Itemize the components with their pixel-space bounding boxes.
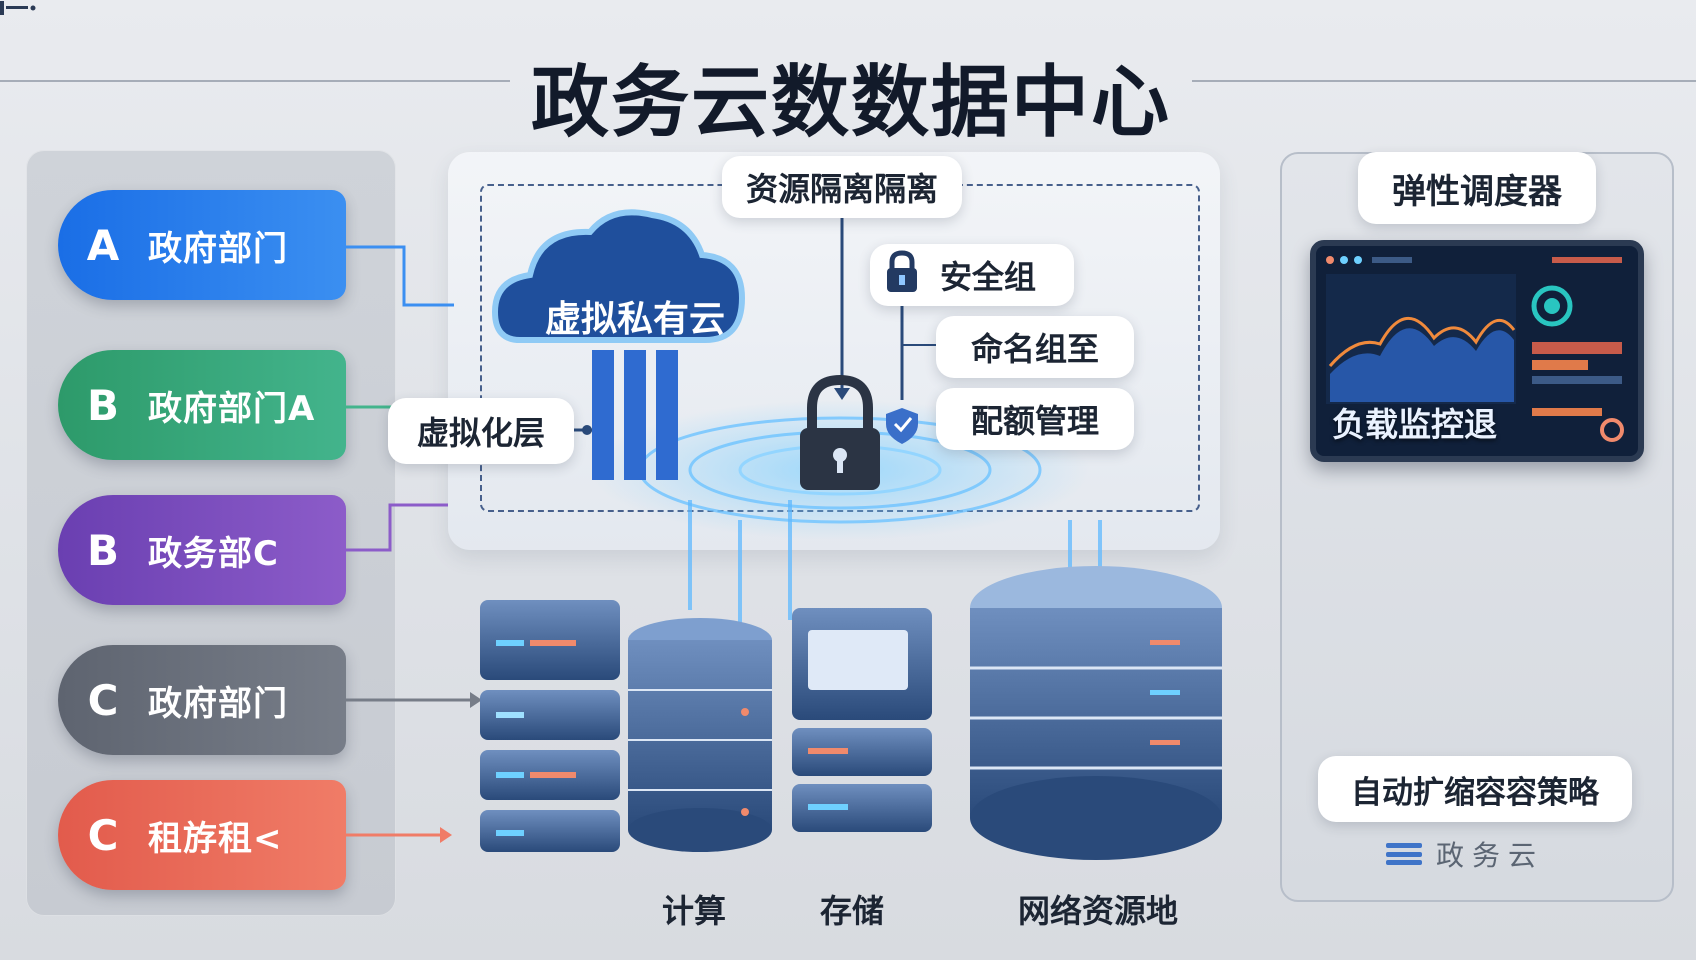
lock-icon xyxy=(800,374,880,490)
compute-label: 计算 xyxy=(662,892,727,930)
tenant-label: 政务部C xyxy=(148,533,279,574)
tenant-letter: B xyxy=(86,380,119,430)
tenant-card-3[interactable]: B 政务部C xyxy=(58,495,346,605)
menu-lines-icon xyxy=(1386,843,1422,865)
quota-management-label: 配额管理 xyxy=(936,388,1134,450)
dashboard-icon xyxy=(1310,240,1644,462)
title-divider-right xyxy=(1192,80,1696,82)
tenant-label: 租斿租< xyxy=(148,818,283,859)
legend-marker-icon xyxy=(0,0,40,15)
tenant-card-5[interactable]: C 租斿租< xyxy=(58,780,346,890)
tenant-letter: C xyxy=(87,810,119,860)
tenant-card-1[interactable]: A 政府部门 xyxy=(58,190,346,300)
security-group-text: 安全组 xyxy=(940,258,1037,296)
vpc-label: 虚拟私有云 xyxy=(544,299,725,340)
autoscale-policy-label: 自动扩缩容容策略 xyxy=(1318,756,1632,822)
tenant-letter: C xyxy=(87,675,119,725)
database-icon xyxy=(628,618,772,852)
brand-footer: 政务云 xyxy=(1386,834,1616,874)
network-resource-label: 网络资源地 xyxy=(1018,892,1179,930)
network-storage-icon xyxy=(970,566,1222,860)
virtualization-layer-label: 虚拟化层 xyxy=(388,398,574,464)
tenant-card-4[interactable]: C 政府部门 xyxy=(58,645,346,755)
tenant-label: 政府部门A xyxy=(148,388,316,429)
cloud-icon xyxy=(491,209,746,343)
security-group-label: 安全组 xyxy=(870,244,1074,306)
tenant-connector-lines xyxy=(346,245,482,843)
elastic-scheduler-label: 弹性调度器 xyxy=(1358,152,1596,224)
tenant-letter: A xyxy=(86,220,120,270)
resource-isolation-label: 资源隔离隔离 xyxy=(722,156,962,218)
load-monitor-label: 负载监控退 xyxy=(1332,405,1497,444)
page-title: 政务云数数据中心 xyxy=(530,58,1171,148)
server-icon xyxy=(480,600,620,852)
storage-label: 存储 xyxy=(820,892,885,930)
lock-icon xyxy=(882,249,922,301)
tenant-label: 政府部门 xyxy=(148,228,288,269)
naming-group-label: 命名组至 xyxy=(936,316,1134,378)
title-bar: 政务云数数据中心 xyxy=(0,30,1696,148)
brand-text: 政务云 xyxy=(1436,839,1545,872)
cloud-pillars xyxy=(592,350,678,480)
tenant-label: 政府部门 xyxy=(148,683,288,724)
tenant-letter: B xyxy=(86,525,119,575)
tenant-card-2[interactable]: B 政府部门A xyxy=(58,350,346,460)
title-divider-left xyxy=(0,80,510,82)
storage-server-icon xyxy=(792,608,932,832)
shield-icon xyxy=(886,408,918,444)
